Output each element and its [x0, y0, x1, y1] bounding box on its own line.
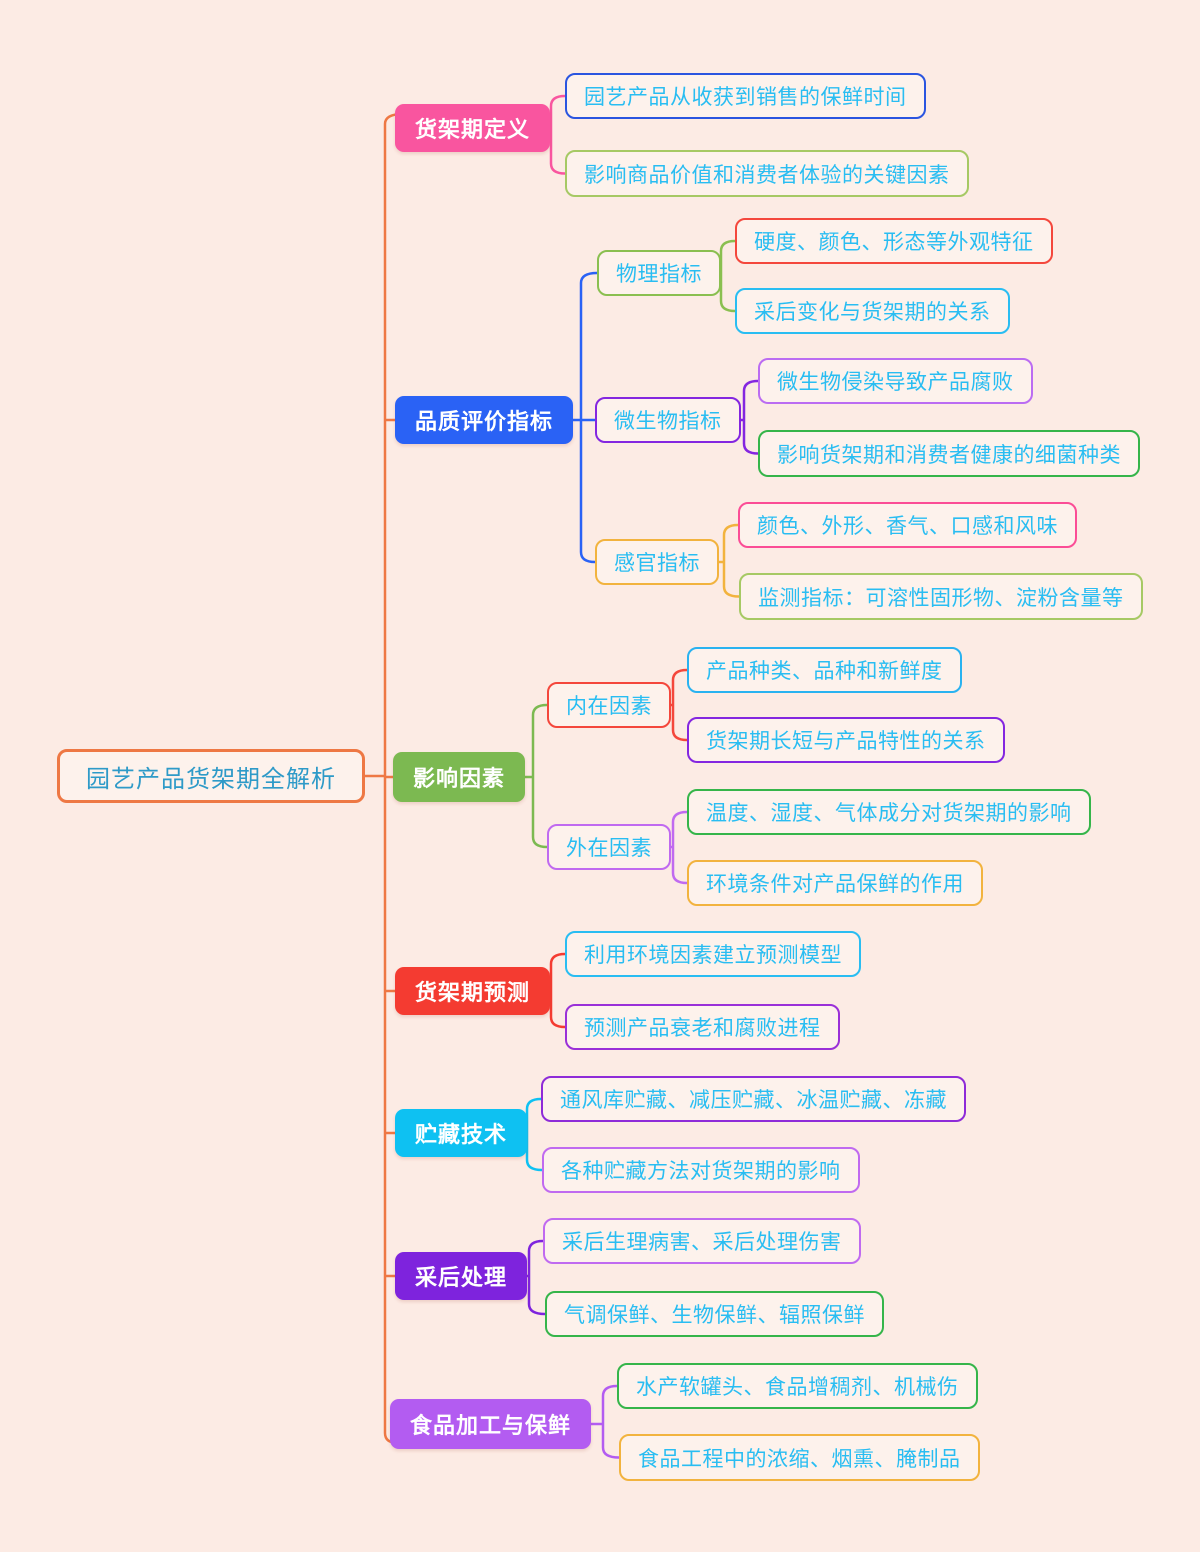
sub-external-factors[interactable]: 外在因素 [547, 824, 671, 870]
connector-path [548, 94, 567, 175]
branch-postharvest-handling[interactable]: 采后处理 [395, 1252, 528, 1300]
connector-path [523, 703, 549, 849]
leaf-postharvest-change-relation[interactable]: 采后变化与货架期的关系 [735, 288, 1010, 334]
branch-shelf-life-prediction[interactable]: 货架期预测 [395, 967, 551, 1015]
leaf-aging-decay-process[interactable]: 预测产品衰老和腐败进程 [565, 1004, 840, 1050]
connector-path [739, 379, 760, 455]
leaf-sensory-traits[interactable]: 颜色、外形、香气、口感和风味 [738, 502, 1077, 548]
sub-microbial-indicators[interactable]: 微生物指标 [595, 397, 741, 443]
connector-path [589, 1384, 621, 1459]
branch-influencing-factors[interactable]: 影响因素 [393, 752, 526, 802]
leaf-prediction-model[interactable]: 利用环境因素建立预测模型 [565, 931, 861, 977]
branch-shelf-life-definition[interactable]: 货架期定义 [395, 104, 551, 152]
connector-path [669, 668, 689, 742]
connector-path [719, 239, 737, 313]
leaf-shelf-life-product-traits[interactable]: 货架期长短与产品特性的关系 [687, 717, 1005, 763]
leaf-monitoring-indicators[interactable]: 监测指标：可溶性固形物、淀粉含量等 [739, 573, 1143, 620]
connector-path [669, 810, 689, 885]
leaf-freshness-time[interactable]: 园艺产品从收获到销售的保鲜时间 [565, 73, 926, 119]
leaf-storage-methods[interactable]: 通风库贮藏、减压贮藏、冰温贮藏、冻藏 [541, 1076, 966, 1122]
branch-food-processing-preservation[interactable]: 食品加工与保鲜 [390, 1399, 592, 1449]
connector-path [717, 523, 741, 598]
leaf-microbial-spoilage[interactable]: 微生物侵染导致产品腐败 [758, 358, 1033, 404]
leaf-key-factor-value[interactable]: 影响商品价值和消费者体验的关键因素 [565, 150, 969, 197]
leaf-product-type-freshness[interactable]: 产品种类、品种和新鲜度 [687, 647, 962, 693]
leaf-environment-preservation[interactable]: 环境条件对产品保鲜的作用 [687, 860, 983, 906]
leaf-appearance-traits[interactable]: 硬度、颜色、形态等外观特征 [735, 218, 1053, 264]
leaf-storage-effects[interactable]: 各种贮藏方法对货架期的影响 [542, 1147, 860, 1193]
leaf-temp-humidity-gas[interactable]: 温度、湿度、气体成分对货架期的影响 [687, 789, 1091, 835]
branch-quality-evaluation-indicators[interactable]: 品质评价指标 [395, 396, 574, 444]
leaf-concentrate-smoke-cured[interactable]: 食品工程中的浓缩、烟熏、腌制品 [619, 1434, 980, 1481]
sub-sensory-indicators[interactable]: 感官指标 [595, 539, 719, 585]
leaf-physiological-damage[interactable]: 采后生理病害、采后处理伤害 [543, 1218, 861, 1264]
leaf-preservation-methods[interactable]: 气调保鲜、生物保鲜、辐照保鲜 [545, 1291, 884, 1337]
leaf-bacteria-types[interactable]: 影响货架期和消费者健康的细菌种类 [758, 430, 1140, 477]
connector-path [571, 271, 599, 564]
root-node[interactable]: 园艺产品货架期全解析 [57, 749, 365, 803]
sub-internal-factors[interactable]: 内在因素 [547, 682, 671, 728]
branch-storage-technology[interactable]: 贮藏技术 [395, 1109, 528, 1157]
sub-physical-indicators[interactable]: 物理指标 [597, 250, 721, 296]
connector-path [525, 1097, 544, 1172]
leaf-canned-thickener-damage[interactable]: 水产软罐头、食品增稠剂、机械伤 [617, 1363, 978, 1409]
connector-path [548, 952, 567, 1029]
